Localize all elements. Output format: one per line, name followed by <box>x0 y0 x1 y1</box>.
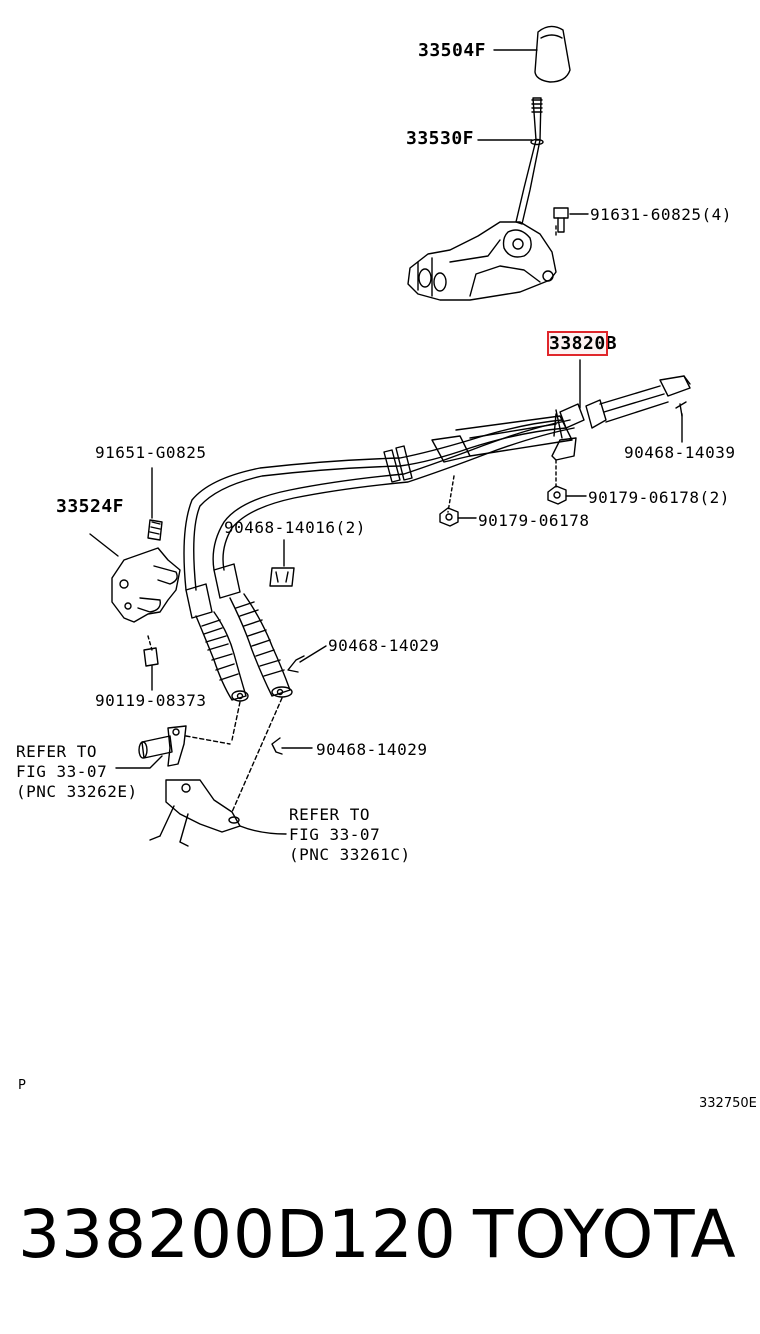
clip-90468-14016-drawing <box>269 539 295 587</box>
label-refer2-line3: (PNC 33261C) <box>289 845 411 864</box>
label-clip-a[interactable]: 90468-14029 <box>328 636 440 655</box>
label-clip-b[interactable]: 90468-14029 <box>316 740 428 759</box>
cable-assy-suffix: B <box>605 333 618 354</box>
shift-cables-drawing <box>183 415 577 591</box>
label-nut-pair[interactable]: 90179-06178(2) <box>588 488 730 507</box>
label-refer2-line2: FIG 33-07 <box>289 825 381 844</box>
cable-bracket-drawing <box>89 467 181 691</box>
label-bracket[interactable]: 33524F <box>56 496 125 517</box>
clip-b-drawing <box>271 737 313 755</box>
cable-boots-drawing <box>185 563 293 813</box>
label-refer2-line1: REFER TO <box>289 805 371 824</box>
shift-lever-drawing <box>477 97 544 225</box>
shift-rod-pin-drawing <box>115 725 187 769</box>
label-refer1-line3: (PNC 33262E) <box>16 782 138 801</box>
cable-end-fittings-drawing <box>553 375 691 443</box>
label-cable-assy[interactable]: 33820B <box>547 331 618 356</box>
nut-pair-drawing <box>547 485 587 505</box>
label-nut-single[interactable]: 90179-06178 <box>478 511 590 530</box>
cable-assy-highlight[interactable]: 33820 <box>547 331 608 356</box>
label-bracket-bolt[interactable]: 91651-G0825 <box>95 443 207 462</box>
label-bolt-top[interactable]: 91631-60825(4) <box>590 205 732 224</box>
shift-knob-drawing <box>493 25 571 83</box>
nut-single-drawing <box>439 507 477 527</box>
footer-caption: 338200D120 TOYOTA <box>18 1190 758 1280</box>
footer-brand: TOYOTA <box>473 1196 737 1273</box>
clip-a-drawing <box>287 645 327 673</box>
label-bolt-bottom[interactable]: 90119-08373 <box>95 691 207 710</box>
lever-bracket-drawing <box>149 779 287 847</box>
shift-housing-drawing <box>407 221 557 301</box>
label-clip-right[interactable]: 90468-14039 <box>624 443 736 462</box>
parts-diagram <box>89 25 691 847</box>
footer-part-number: 338200D120 <box>18 1196 457 1273</box>
diagram-code: 332750E <box>699 1096 757 1111</box>
bolt-top-drawing <box>553 207 589 233</box>
label-knob[interactable]: 33504F <box>418 40 487 61</box>
corner-left-mark: P <box>18 1078 26 1093</box>
label-lever[interactable]: 33530F <box>406 128 475 149</box>
label-refer1-line2: FIG 33-07 <box>16 762 108 781</box>
label-refer1-line1: REFER TO <box>16 742 98 761</box>
label-clip-mid[interactable]: 90468-14016(2) <box>224 518 366 537</box>
